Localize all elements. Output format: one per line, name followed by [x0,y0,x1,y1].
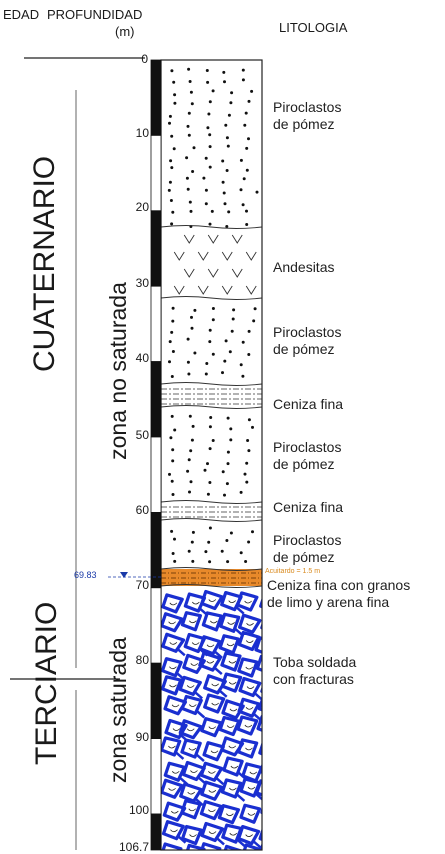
depth-tick: 100 [128,803,149,817]
layer-contact [160,405,263,409]
layer-aquitard [161,569,262,586]
layer-contact [160,567,263,571]
depth-scale-segment [150,134,162,212]
depth-tick: 106.7 [118,840,149,854]
layer-tuff [161,586,262,850]
layer-contact [160,584,263,588]
layer-contact [160,296,263,300]
depth-scale-segment [150,59,162,136]
depth-tick: 20 [135,200,149,214]
depth-tick: 10 [135,126,149,140]
header-profundidad: PROFUNDIDAD [47,7,143,22]
aquitard-note: Acuitardo = 1.5 m [265,568,321,575]
water-level-value: 69.83 [74,570,97,580]
depth-tick: 90 [135,730,149,744]
layer-contact [160,382,263,386]
depth-tick: 50 [135,428,149,442]
depth-scale-segment [150,285,162,363]
header-litologia: LITOLOGIA [279,20,348,35]
lithology-label: Ceniza fina [273,396,344,412]
header-unit: (m) [115,24,135,39]
depth-scale-segment [150,436,162,513]
layer-dots [168,414,254,497]
depth-scale-segment [150,662,162,740]
depth-scale-segment [150,210,162,287]
depth-tick: 70 [135,578,149,592]
layer-contact [160,518,263,522]
depth-scale-segment [150,361,162,438]
water-level-icon [120,572,128,578]
depth-tick: 30 [135,276,149,290]
depth-tick: 0 [141,52,148,66]
period-label-terciario: TERCIARIO [30,601,63,765]
depth-scale-segment [150,587,162,664]
header-edad: EDAD [3,7,40,22]
depth-tick: 80 [135,653,149,667]
layer-dots [167,67,259,228]
zone-label-saturated: zona saturada [105,637,131,783]
depth-tick: 40 [135,351,149,365]
zone-label-unsaturated: zona no saturada [105,282,131,460]
depth-tick: 60 [135,503,149,517]
depth-scale-segment [150,512,162,589]
layer-v [173,234,257,295]
layer-dash [161,506,262,518]
layer-dots [170,526,254,564]
depth-scale-segment [150,738,162,815]
period-label-cuaternario: CUATERNARIO [28,155,61,372]
lithology-label: Ceniza fina [273,499,344,515]
layer-contact [160,500,263,504]
layer-contact [160,225,263,229]
lithology-label: Andesitas [273,259,335,275]
layer-dash [161,388,262,405]
layer-dots [168,306,257,378]
depth-scale-segment [151,814,161,850]
